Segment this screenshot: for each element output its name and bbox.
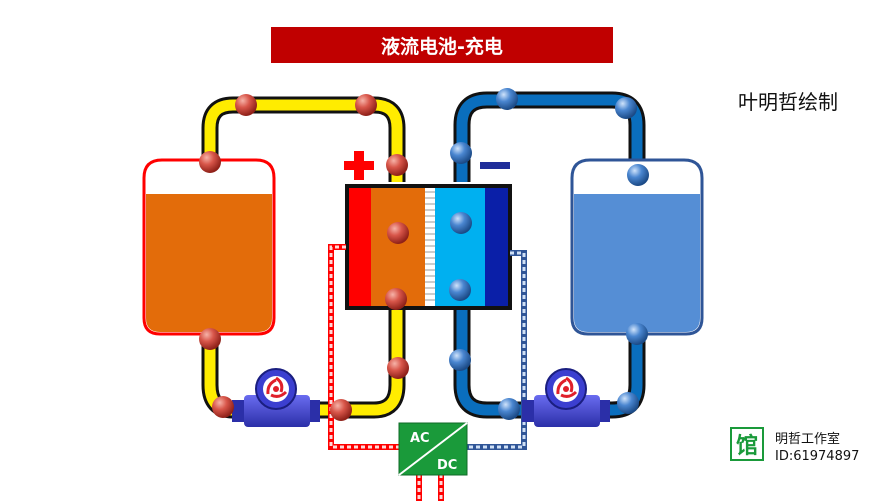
studio-name: 明哲工作室 [775, 432, 841, 447]
negative-wire [467, 250, 527, 450]
author-credit: 叶明哲绘制 [738, 90, 838, 114]
ac-supply-wires [416, 474, 444, 501]
plus-sign-icon [344, 151, 374, 180]
positive-electrode [349, 188, 371, 306]
membrane [425, 188, 435, 306]
negative-electrode [485, 188, 508, 306]
positive-ions [199, 94, 409, 421]
positive-wire [328, 244, 399, 450]
negative-electrolyte-tank [570, 158, 704, 336]
minus-sign-icon [480, 162, 510, 169]
page-title: 液流电池-充电 [271, 27, 613, 63]
ac-dc-converter: AC DC [398, 422, 468, 476]
positive-electrolyte-tank [142, 158, 276, 336]
dc-label: DC [437, 458, 457, 473]
studio-id: ID:61974897 [775, 449, 860, 464]
ac-label: AC [410, 431, 430, 446]
positive-pump-icon [232, 368, 320, 427]
positive-half-cell [371, 188, 425, 306]
cell-stack [345, 184, 512, 310]
negative-ions [449, 88, 649, 420]
negative-pump-icon [522, 368, 610, 427]
studio-stamp-icon: 馆 [730, 427, 764, 461]
